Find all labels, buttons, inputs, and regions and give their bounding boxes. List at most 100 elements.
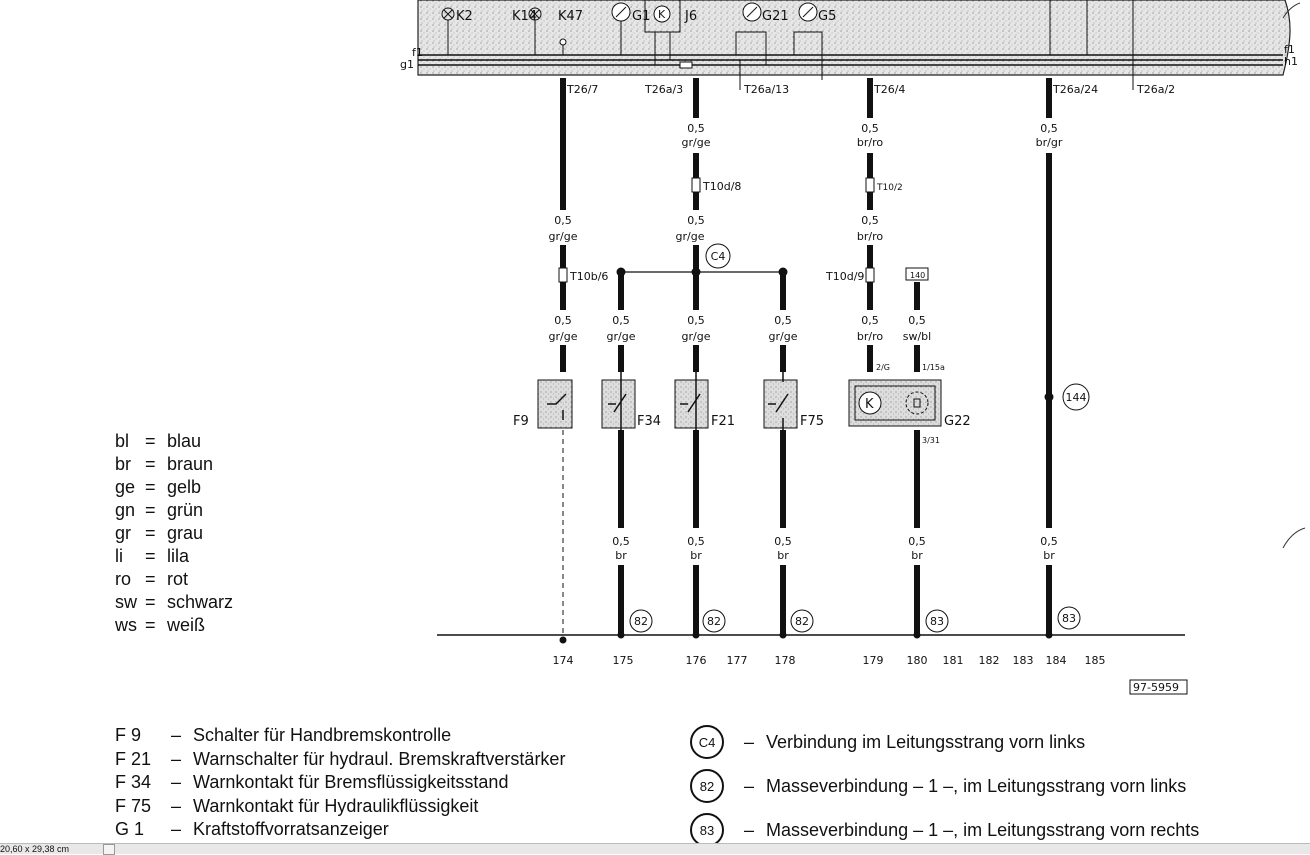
svg-text:184: 184 bbox=[1046, 654, 1067, 667]
equals: = bbox=[145, 615, 156, 635]
equals: = bbox=[145, 592, 156, 612]
dash: – bbox=[171, 772, 182, 792]
component-code: G 1 bbox=[115, 819, 145, 839]
svg-text:T26a/2: T26a/2 bbox=[1136, 83, 1175, 96]
dash: – bbox=[171, 819, 182, 839]
color-name: blau bbox=[167, 431, 202, 451]
color-name: schwarz bbox=[167, 592, 234, 612]
svg-text:G21: G21 bbox=[762, 9, 789, 24]
warning-lamp-k2: K2 bbox=[441, 7, 473, 55]
component-description: Kraftstoffvorratsanzeiger bbox=[193, 819, 389, 839]
svg-text:0,5: 0,5 bbox=[861, 122, 879, 135]
top-connector-labels: T26/7 T26a/3 T26a/13 T26/4 T26a/24 T26a/… bbox=[566, 83, 1175, 96]
connection-description: Masseverbindung – 1 –, im Leitungsstrang… bbox=[766, 775, 1187, 796]
page-size-menu-button[interactable] bbox=[103, 844, 115, 855]
legend-row: 83–Masseverbindung – 1 –, im Leitungsstr… bbox=[690, 806, 1199, 854]
svg-text:gr/ge: gr/ge bbox=[676, 230, 705, 243]
svg-text:0,5: 0,5 bbox=[774, 535, 792, 548]
svg-text:83: 83 bbox=[1062, 612, 1076, 625]
connection-marker: 82 bbox=[690, 769, 724, 803]
dash: – bbox=[171, 795, 182, 816]
component-legend: F 9–Schalter für Handbremskontrolle F 21… bbox=[115, 724, 565, 842]
svg-text:179: 179 bbox=[863, 654, 884, 667]
svg-text:F21: F21 bbox=[711, 414, 735, 429]
wires bbox=[437, 60, 1185, 644]
legend-row: bl=blau bbox=[115, 430, 233, 453]
svg-text:K: K bbox=[865, 397, 874, 412]
legend-row: G 1 –Kraftstoffvorratsanzeiger bbox=[115, 818, 565, 842]
svg-text:0,5: 0,5 bbox=[861, 214, 879, 227]
equals: = bbox=[145, 477, 156, 497]
dash: – bbox=[744, 731, 755, 752]
svg-text:br: br bbox=[690, 549, 702, 562]
svg-text:J6: J6 bbox=[684, 9, 697, 24]
page-size-readout: 20,60 x 29,38 cm bbox=[0, 844, 70, 854]
svg-text:82: 82 bbox=[707, 615, 721, 628]
color-name: braun bbox=[167, 454, 214, 474]
legend-row: F 75–Warnkontakt für Hydraulikflüssigkei… bbox=[115, 795, 565, 819]
svg-text:176: 176 bbox=[686, 654, 707, 667]
svg-text:0,5: 0,5 bbox=[908, 535, 926, 548]
svg-text:K14: K14 bbox=[512, 9, 537, 24]
svg-text:T10/2: T10/2 bbox=[876, 183, 903, 193]
svg-text:br/ro: br/ro bbox=[857, 136, 883, 149]
color-code: br bbox=[115, 454, 132, 474]
connection-description: Masseverbindung – 1 –, im Leitungsstrang… bbox=[766, 819, 1200, 840]
inline-connectors: T10d/8 T10/2 T10b/6 T10d/9 140 2/G 1/15a… bbox=[558, 177, 945, 445]
instrument-cluster-panel: g1 f1 f1 h1 K2 K14 K47 G1 K J6 bbox=[400, 0, 1298, 90]
svg-text:0,5: 0,5 bbox=[554, 214, 572, 227]
svg-text:T10b/6: T10b/6 bbox=[569, 270, 608, 283]
equals: = bbox=[145, 569, 156, 589]
svg-text:gr/ge: gr/ge bbox=[549, 230, 578, 243]
figure-ref: 97-5959 bbox=[1133, 681, 1179, 694]
legend-row: ro=rot bbox=[115, 568, 233, 591]
svg-text:0,5: 0,5 bbox=[774, 314, 792, 327]
color-name: lila bbox=[167, 546, 190, 566]
svg-text:K2: K2 bbox=[456, 9, 473, 24]
color-code: ro bbox=[115, 569, 132, 589]
dash: – bbox=[744, 819, 755, 840]
page-edge-mark bbox=[1282, 527, 1306, 549]
svg-text:f1: f1 bbox=[1284, 43, 1295, 56]
svg-text:sw/bl: sw/bl bbox=[903, 330, 931, 343]
wire-labels: 0,5gr/ge 0,5br/ro 0,5br/gr 0,5gr/ge 0,5g… bbox=[549, 122, 1063, 562]
svg-text:br/ro: br/ro bbox=[857, 330, 883, 343]
component-code: F 9 bbox=[115, 725, 142, 745]
svg-text:T10d/9: T10d/9 bbox=[825, 270, 864, 283]
legend-row: li=lila bbox=[115, 545, 233, 568]
svg-text:83: 83 bbox=[930, 615, 944, 628]
control-unit-j6: K J6 bbox=[644, 0, 697, 69]
svg-text:br/ro: br/ro bbox=[857, 230, 883, 243]
legend-row: C4–Verbindung im Leitungsstrang vorn lin… bbox=[690, 718, 1199, 766]
dash: – bbox=[171, 725, 182, 745]
legend-row: 82–Masseverbindung – 1 –, im Leitungsstr… bbox=[690, 762, 1199, 810]
svg-text:1/15a: 1/15a bbox=[922, 363, 945, 372]
svg-text:82: 82 bbox=[634, 615, 648, 628]
connection-marker: C4 bbox=[690, 725, 724, 759]
legend-row: F 34–Warnkontakt für Bremsflüssigkeitsst… bbox=[115, 771, 565, 795]
color-name: grau bbox=[167, 523, 204, 543]
warning-lamp-k14: K14 bbox=[512, 7, 542, 55]
svg-text:K: K bbox=[658, 8, 666, 21]
svg-text:T26a/13: T26a/13 bbox=[743, 83, 789, 96]
svg-text:185: 185 bbox=[1085, 654, 1106, 667]
svg-text:0,5: 0,5 bbox=[687, 122, 705, 135]
svg-text:0,5: 0,5 bbox=[908, 314, 926, 327]
dash: – bbox=[744, 775, 755, 796]
svg-text:h1: h1 bbox=[1284, 55, 1298, 68]
svg-text:144: 144 bbox=[1066, 391, 1087, 404]
svg-text:177: 177 bbox=[727, 654, 748, 667]
svg-text:gr/ge: gr/ge bbox=[682, 330, 711, 343]
legend-row: F 21–Warnschalter für hydraul. Bremskraf… bbox=[115, 748, 565, 772]
component-description: Warnkontakt für Bremsflüssigkeitsstand bbox=[193, 772, 509, 792]
svg-text:gr/ge: gr/ge bbox=[549, 330, 578, 343]
svg-text:F9: F9 bbox=[513, 414, 529, 429]
status-bar: 20,60 x 29,38 cm bbox=[0, 843, 1310, 855]
svg-text:T26/7: T26/7 bbox=[566, 83, 598, 96]
color-code: ge bbox=[115, 477, 136, 497]
equals: = bbox=[145, 546, 156, 566]
page-edge-mark bbox=[1282, 2, 1301, 19]
svg-text:175: 175 bbox=[613, 654, 634, 667]
equals: = bbox=[145, 454, 156, 474]
